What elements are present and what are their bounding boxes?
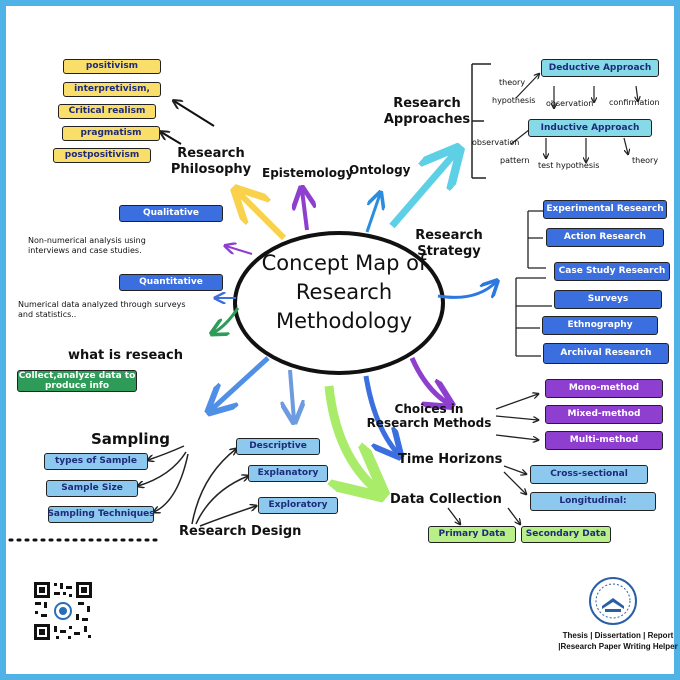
strategy-item: Action Research xyxy=(546,228,664,247)
choices-title: Choices in Research Methods xyxy=(366,402,492,430)
sampling-item: types of Sample xyxy=(44,453,148,470)
arrow-to-philosophy xyxy=(238,192,287,241)
qualitative-box: Qualitative xyxy=(119,205,223,222)
arrow-philosophy-up2 xyxy=(161,132,182,145)
arrow-to-design xyxy=(290,369,294,420)
inductive-step: theory xyxy=(632,156,659,165)
bracket-strategy-b xyxy=(515,277,552,357)
deductive-step: hypothesis xyxy=(492,96,536,105)
time-horizon-item: Longitudinal: xyxy=(530,492,656,511)
arrow-to-approaches xyxy=(389,152,456,229)
arrow-to-sampling xyxy=(211,356,270,410)
connector-layer xyxy=(8,63,674,542)
data-collection-item: Primary Data xyxy=(428,526,516,543)
inductive-step: test hypothesis xyxy=(538,161,600,170)
time-horizons-title: Time Horizons xyxy=(398,452,503,467)
philosophy-title: Research Philosophy xyxy=(170,146,252,177)
design-item: Explanatory xyxy=(248,465,328,482)
inductive-step: pattern xyxy=(500,156,530,165)
arrow-to-ontology xyxy=(365,194,380,233)
arrow-to-epistemology xyxy=(302,190,307,231)
sampling-title: Sampling xyxy=(91,430,170,448)
design-item: Descriptive xyxy=(236,438,320,455)
arrow-to-strategy xyxy=(437,282,496,299)
concept-map-card: Concept Map of Research Methodology posi… xyxy=(6,6,678,674)
central-oval xyxy=(233,231,445,375)
epistemology-label: Epistemology xyxy=(262,166,354,180)
footer-tagline: Thesis | Dissertation | Report |Research… xyxy=(558,631,678,651)
data-collection-item: Secondary Data xyxy=(521,526,611,543)
strategy-item: Archival Research xyxy=(543,343,669,364)
philosophy-item: interpretivism, xyxy=(63,82,161,97)
what-is-research-title: what is reseach xyxy=(68,348,184,363)
philosophy-item: pragmatism xyxy=(62,126,160,141)
qualitative-note: Non-numerical analysis using interviews … xyxy=(28,236,146,255)
strategy-item: Experimental Research xyxy=(543,200,667,219)
philosophy-item: Critical realism xyxy=(58,104,156,119)
inductive-approach-box: Inductive Approach xyxy=(528,119,652,137)
research-design-title: Research Design xyxy=(179,524,302,539)
arrow-philosophy-up xyxy=(174,101,215,127)
deductive-step: theory xyxy=(499,78,526,87)
bracket-approaches xyxy=(471,63,491,179)
ontology-label: Ontology xyxy=(349,163,411,177)
quantitative-box: Quantitative xyxy=(119,274,223,291)
choices-item: Multi-method xyxy=(545,431,663,450)
deductive-approach-box: Deductive Approach xyxy=(541,59,659,77)
arrow-to-qualitative xyxy=(226,246,253,255)
strategy-title: Research Strategy xyxy=(415,228,483,259)
logo-seal-icon xyxy=(589,577,637,625)
choices-item: Mono-method xyxy=(545,379,663,398)
choices-item: Mixed-method xyxy=(545,405,663,424)
time-horizon-item: Cross-sectional xyxy=(530,465,648,484)
philosophy-item: postpositivism xyxy=(53,148,151,163)
deductive-step: confirmation xyxy=(609,98,660,107)
arrow-to-data-collection xyxy=(324,385,378,491)
what-is-research-answer: Collect,analyze data to produce info xyxy=(17,370,137,392)
qr-code-icon xyxy=(32,580,94,642)
strategy-item: Case Study Research xyxy=(554,262,670,281)
sampling-item: Sampling Techniques xyxy=(47,506,155,523)
strategy-item: Surveys xyxy=(554,290,662,309)
deductive-step: observation xyxy=(546,99,594,108)
central-title: Concept Map of Research Methodology xyxy=(261,251,427,333)
data-collection-title: Data Collection xyxy=(390,492,502,507)
approaches-title: Research Approaches xyxy=(383,96,471,127)
inductive-step: observation xyxy=(472,138,520,147)
bracket-strategy-a xyxy=(527,210,546,269)
arrow-to-choices xyxy=(409,356,449,404)
arrow-to-what-is xyxy=(213,307,240,333)
philosophy-item: positivism xyxy=(63,59,161,74)
sampling-item: Sample Size xyxy=(46,480,138,497)
quantitative-note: Numerical data analyzed through surveys … xyxy=(18,300,186,319)
strategy-item: Ethnography xyxy=(542,316,658,335)
design-item: Exploratory xyxy=(258,497,338,514)
